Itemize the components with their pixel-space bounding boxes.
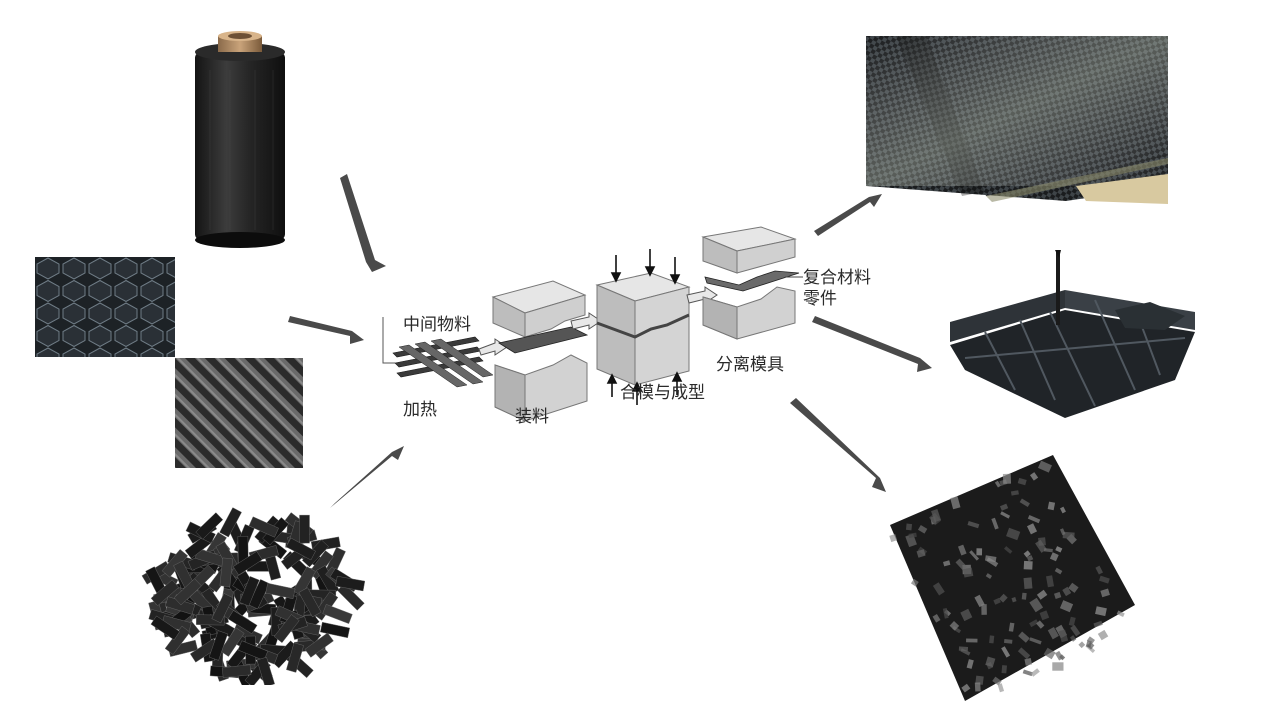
chopped-carbon-pieces-image bbox=[141, 507, 365, 685]
twill-carbon-fabric-image bbox=[175, 358, 303, 468]
carbon-fiber-frame-part-image bbox=[950, 250, 1195, 418]
label-heating: 加热 bbox=[403, 400, 437, 420]
arrow-fabric-to-process bbox=[288, 316, 364, 344]
label-part-line1: 复合材料 bbox=[803, 268, 871, 288]
label-part-line2: 零件 bbox=[803, 289, 837, 309]
arrow-chopped-to-process bbox=[330, 446, 404, 508]
forged-carbon-plate-image bbox=[889, 455, 1135, 701]
label-intermediate: 中间物料 bbox=[403, 315, 471, 335]
arrow-process-to-frame bbox=[812, 316, 932, 372]
open-mold-loading bbox=[491, 280, 602, 422]
carbon-fiber-spool-image bbox=[195, 31, 285, 248]
honeycomb-carbon-fabric-image bbox=[35, 257, 175, 357]
label-demolding: 分离模具 bbox=[716, 355, 784, 375]
closed-mold-pressing bbox=[595, 249, 718, 405]
separated-mold-demolding bbox=[701, 226, 803, 340]
carbon-fiber-sheets-image bbox=[866, 36, 1168, 204]
label-molding: 合模与成型 bbox=[620, 383, 705, 403]
label-loading: 装料 bbox=[515, 407, 549, 427]
compression-molding-process-illustration bbox=[382, 226, 803, 422]
